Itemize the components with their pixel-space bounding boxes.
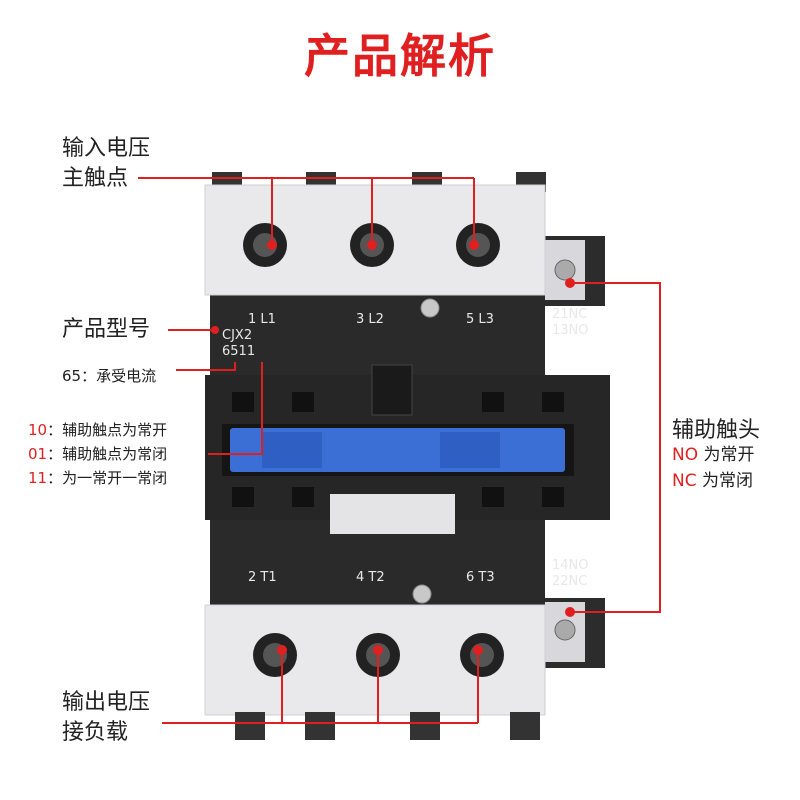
aux-label-13no: 13NO bbox=[552, 323, 589, 338]
aux-code-text: ：辅助触点为常开 bbox=[47, 421, 168, 439]
aux-no-label: NO 为常开 bbox=[672, 442, 755, 468]
terminal-label-l1: 1 L1 bbox=[248, 312, 276, 327]
rated-prefix: 65 bbox=[62, 367, 82, 385]
model-line1: CJX2 bbox=[222, 328, 253, 343]
aux-no-text: 为常开 bbox=[698, 445, 755, 465]
aux-screw-bottom bbox=[554, 619, 576, 641]
annotation-lines bbox=[138, 177, 661, 724]
aux-label-14no: 14NO bbox=[552, 558, 589, 573]
terminal-label-t3: 6 T3 bbox=[466, 570, 495, 585]
aux-no-code: NO bbox=[672, 445, 699, 465]
terminal-label-t1: 2 T1 bbox=[248, 570, 277, 585]
page-title: 产品解析 bbox=[304, 29, 496, 83]
bottom-tab bbox=[235, 712, 265, 740]
bottom-screw bbox=[470, 643, 494, 667]
slot bbox=[232, 392, 254, 412]
aux-code-text: ：为一常开一常闭 bbox=[47, 469, 168, 487]
aux-code: 10 bbox=[28, 421, 48, 439]
aux-contact-title: 辅助触头 bbox=[672, 418, 761, 443]
rated-text: ：承受电流 bbox=[81, 367, 157, 385]
aux-code-line bbox=[208, 362, 263, 455]
main-contact-label: 主触点 bbox=[62, 166, 129, 191]
armature bbox=[330, 494, 455, 534]
body-screw-bottom bbox=[412, 584, 432, 604]
slot bbox=[292, 392, 314, 412]
aux-code-text: ：辅助触点为常闭 bbox=[47, 445, 168, 463]
output-voltage-label: 输出电压 bbox=[62, 690, 151, 715]
aux-nc-label: NC 为常闭 bbox=[672, 468, 753, 494]
bottom-tab bbox=[510, 712, 540, 740]
slot bbox=[292, 487, 314, 507]
input-voltage-label: 输入电压 bbox=[62, 136, 151, 161]
top-window bbox=[371, 364, 413, 416]
body-screw-top bbox=[420, 298, 440, 318]
terminal-label-l3: 5 L3 bbox=[466, 312, 494, 327]
rated-line bbox=[176, 362, 236, 371]
aux-screw-top bbox=[554, 259, 576, 281]
slot bbox=[232, 487, 254, 507]
bottom-tab bbox=[410, 712, 440, 740]
model-label: 产品型号 bbox=[62, 317, 151, 342]
rated-current-label: 65：承受电流 bbox=[62, 364, 156, 388]
bottom-tab bbox=[305, 712, 335, 740]
aux-contact-line bbox=[570, 282, 661, 613]
aux-label-22nc: 22NC bbox=[552, 574, 588, 589]
slot bbox=[482, 392, 504, 412]
aux-nc-code: NC bbox=[672, 471, 697, 491]
aux-code: 01 bbox=[28, 445, 48, 463]
terminal-label-t2: 4 T2 bbox=[356, 570, 385, 585]
slider-detail bbox=[262, 432, 322, 468]
aux-code-01: 01：辅助触点为常闭 bbox=[28, 442, 167, 466]
aux-code-10: 10：辅助触点为常开 bbox=[28, 418, 167, 442]
slot bbox=[542, 487, 564, 507]
aux-code-11: 11：为一常开一常闭 bbox=[28, 466, 167, 490]
terminal-label-l2: 3 L2 bbox=[356, 312, 384, 327]
aux-code: 11 bbox=[28, 469, 48, 487]
model-line2: 6511 bbox=[222, 344, 256, 359]
annotation-dots bbox=[211, 240, 575, 655]
load-label: 接负载 bbox=[62, 720, 129, 745]
slider-detail bbox=[440, 432, 500, 468]
slot bbox=[542, 392, 564, 412]
aux-nc-text: 为常闭 bbox=[696, 471, 753, 491]
slot bbox=[482, 487, 504, 507]
aux-label-21nc: 21NC bbox=[552, 307, 588, 322]
